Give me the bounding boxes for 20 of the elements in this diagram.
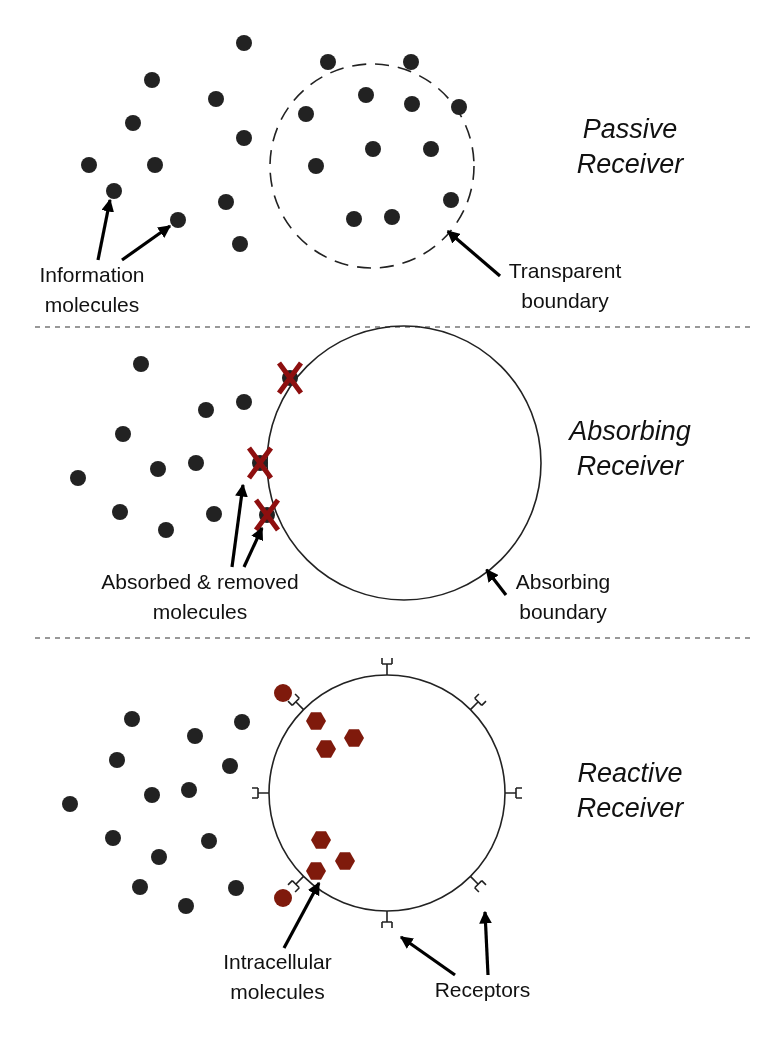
arrow <box>479 910 492 976</box>
callout-label: Absorbing boundary <box>508 567 618 627</box>
receiver-type-title: Reactive Receiver <box>575 757 685 825</box>
receiver-type-title: Passive Receiver <box>575 113 685 181</box>
arrow <box>230 483 248 568</box>
arrow <box>242 526 264 568</box>
callout-label: Receptors <box>410 975 555 1005</box>
arrow <box>282 881 321 949</box>
arrow <box>96 198 114 261</box>
callout-label: Intracellular molecules <box>190 947 365 1007</box>
arrow <box>121 224 172 262</box>
arrow <box>446 230 502 278</box>
callout-label: Absorbed & removed molecules <box>60 567 340 627</box>
arrow <box>399 935 456 977</box>
receiver-type-title: Absorbing Receiver <box>567 415 692 483</box>
callout-label: Transparent boundary <box>490 256 640 316</box>
cell-membrane-circle <box>268 674 506 912</box>
callout-label: Information molecules <box>12 260 172 320</box>
arrow <box>485 568 508 596</box>
dashed-boundary-circle <box>269 63 475 269</box>
